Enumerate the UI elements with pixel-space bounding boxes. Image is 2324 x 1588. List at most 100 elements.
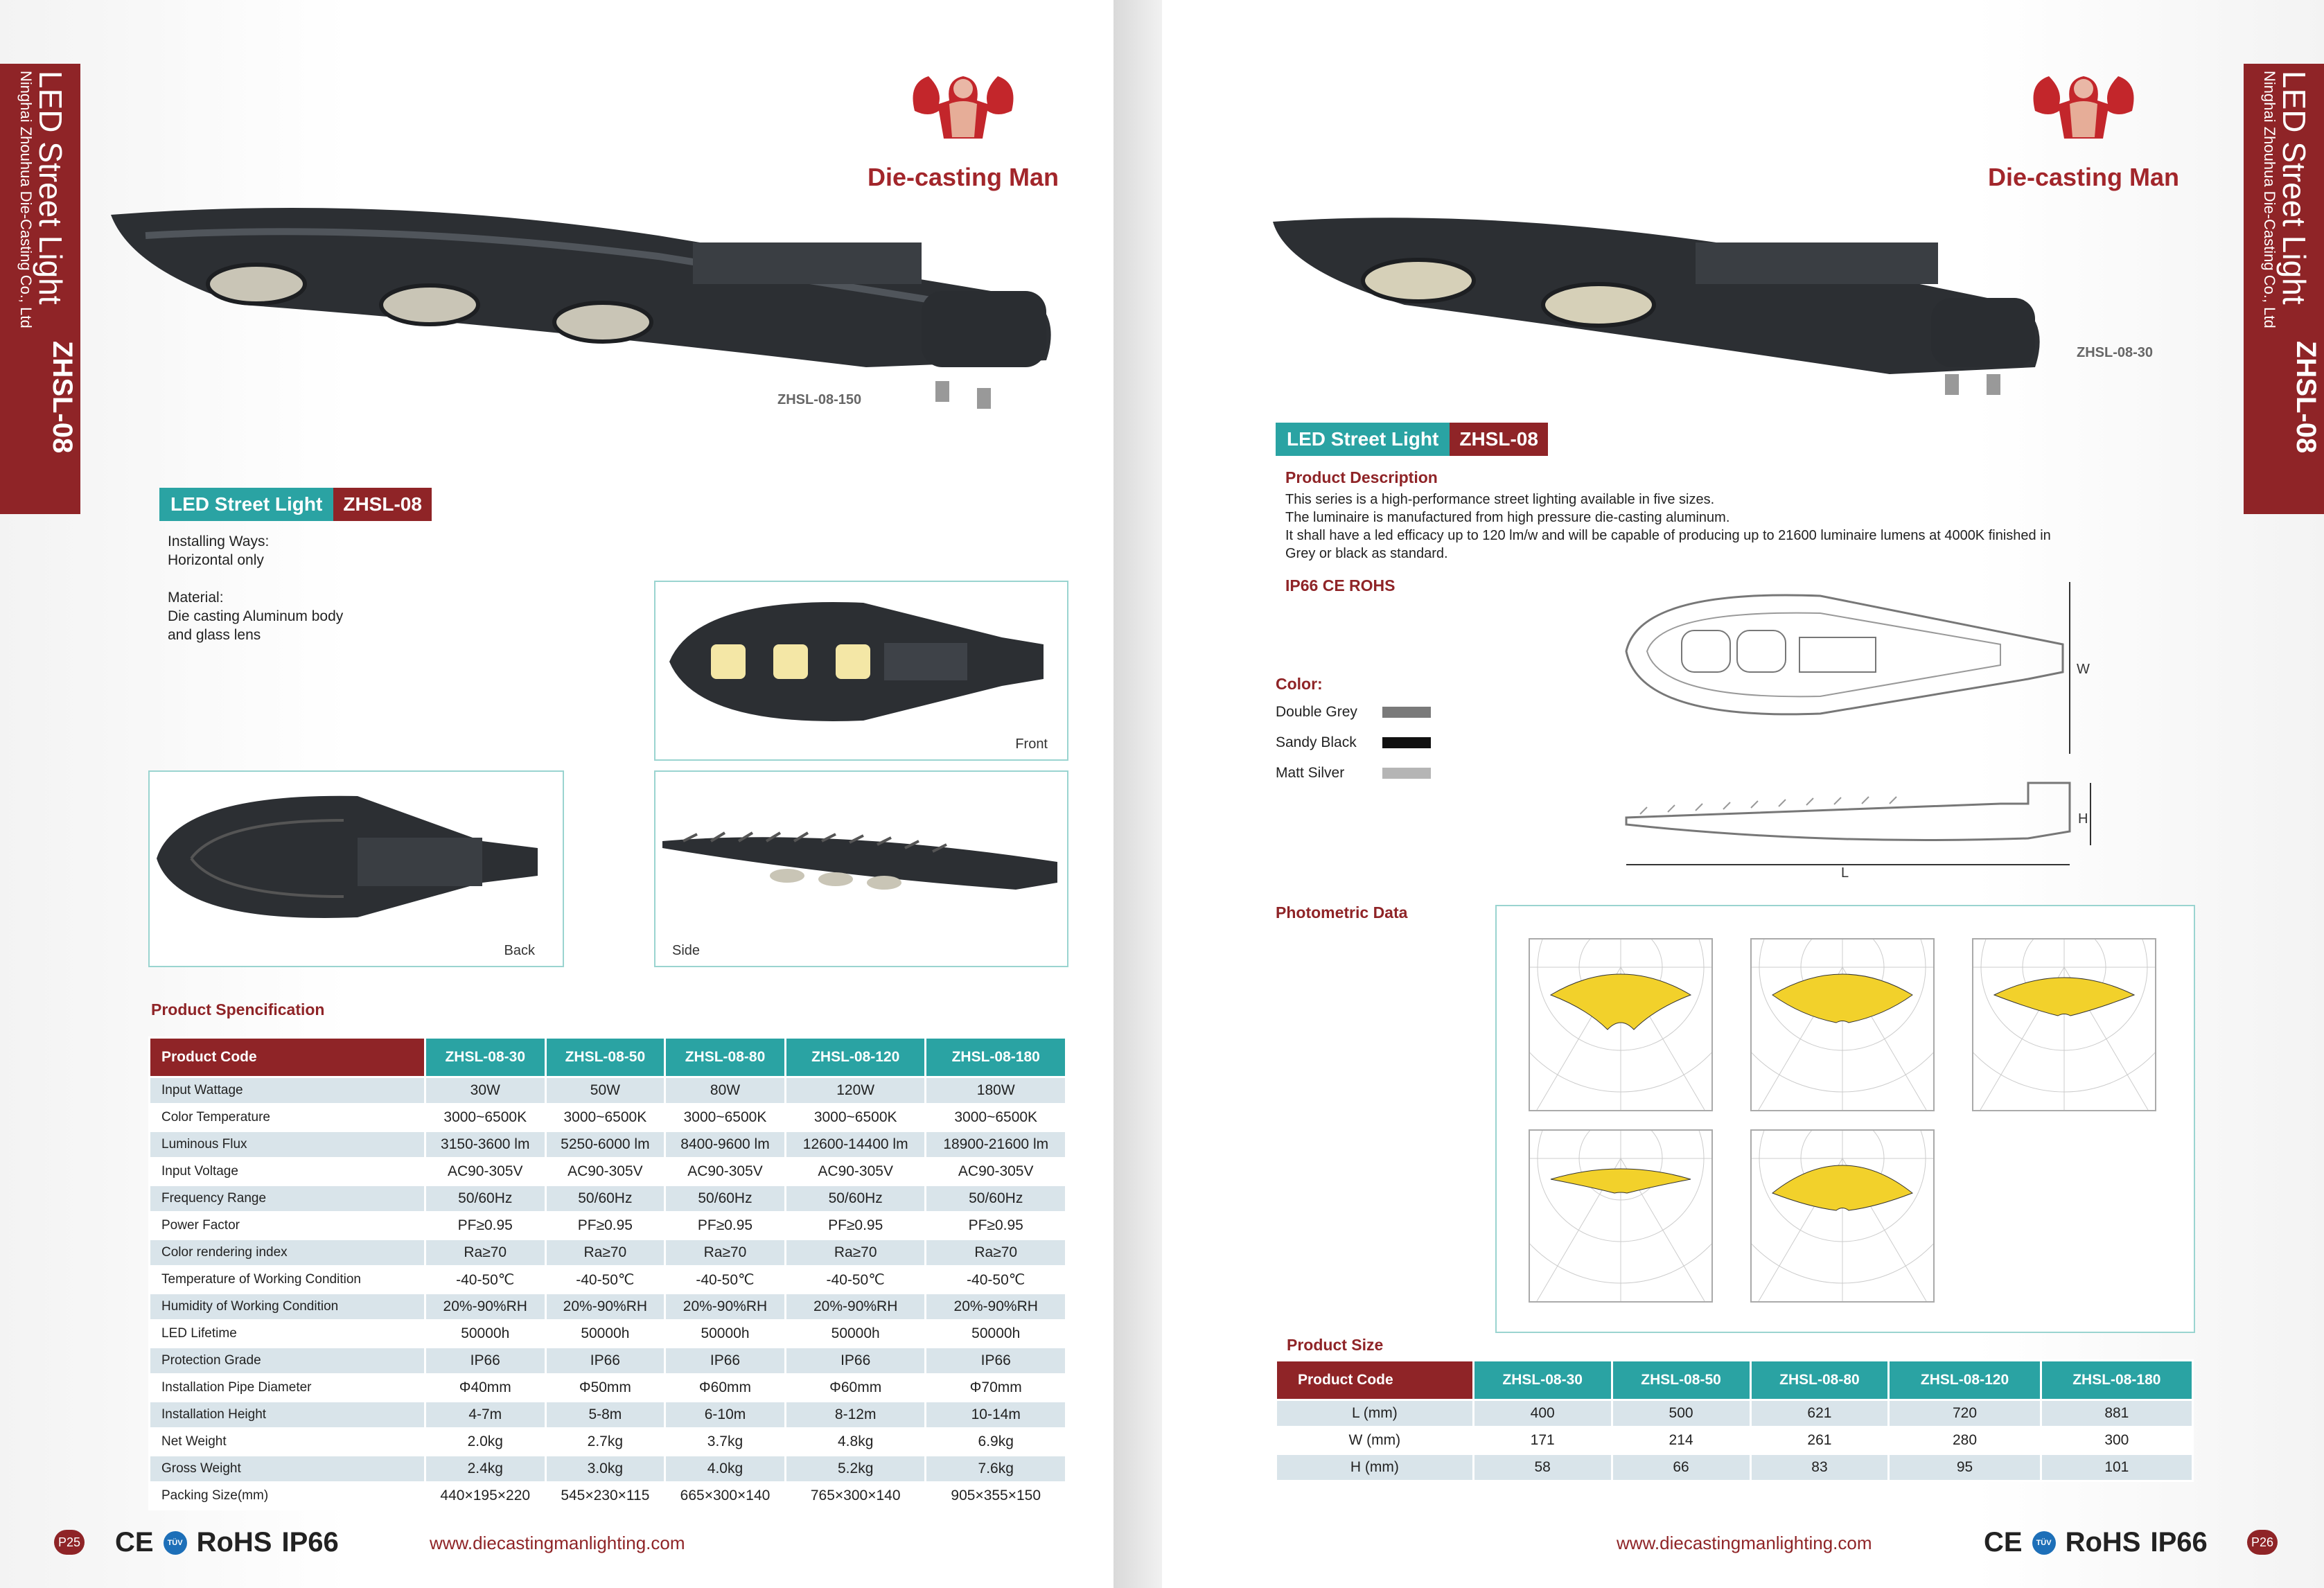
polar-plot-3: [1939, 842, 2190, 1111]
row-label: Frequency Range: [148, 1184, 426, 1213]
header-model: ZHSL-08-180: [2039, 1359, 2194, 1401]
side-title: LED Street Light: [33, 71, 69, 305]
page-number: P26: [2247, 1530, 2278, 1555]
table-cell: 280: [1887, 1426, 2042, 1455]
desc-text: This series is a high-performance street…: [1285, 491, 2051, 563]
title-a: LED Street Light: [159, 488, 334, 521]
table-cell: 3000~6500K: [784, 1103, 927, 1132]
side-view-image: [662, 831, 1057, 890]
table-cell: PF≥0.95: [664, 1211, 786, 1240]
table-cell: 171: [1472, 1426, 1613, 1455]
table-cell: Ra≥70: [784, 1238, 927, 1267]
table-cell: -40-50℃: [544, 1265, 667, 1294]
strongman-logo-icon: [2033, 76, 2134, 139]
table-cell: 10-14m: [924, 1400, 1067, 1429]
table-cell: 500: [1610, 1399, 1752, 1428]
table-cell: AC90-305V: [924, 1157, 1067, 1186]
table-cell: 50/60Hz: [423, 1184, 547, 1213]
table-cell: 2.0kg: [423, 1427, 547, 1456]
header-model: ZHSL-08-50: [1610, 1359, 1752, 1401]
table-cell: Φ60mm: [664, 1373, 786, 1402]
table-cell: 400: [1472, 1399, 1613, 1428]
title-b: ZHSL-08: [333, 488, 432, 521]
table-cell: 20%-90%RH: [544, 1292, 667, 1321]
table-cell: 50/60Hz: [664, 1184, 786, 1213]
company-logo: Die-casting Man: [866, 62, 1060, 192]
row-label: Luminous Flux: [148, 1130, 426, 1159]
hero-model-caption: ZHSL-08-30: [2077, 345, 2154, 360]
table-cell: 7.6kg: [924, 1454, 1067, 1483]
row-label: LED Lifetime: [148, 1319, 426, 1348]
table-cell: -40-50℃: [924, 1265, 1067, 1294]
table-cell: 621: [1749, 1399, 1890, 1428]
row-label: Net Weight: [148, 1427, 426, 1456]
color-swatch: [1382, 737, 1431, 748]
table-cell: 8400-9600 lm: [664, 1130, 786, 1159]
row-label: Humidity of Working Condition: [148, 1292, 426, 1321]
table-cell: 101: [2039, 1453, 2194, 1482]
back-caption: Back: [504, 943, 535, 958]
table-cell: 80W: [664, 1076, 786, 1105]
polar-plot-4: [1495, 1033, 1746, 1303]
table-cell: AC90-305V: [544, 1157, 667, 1186]
table-cell: 214: [1610, 1426, 1752, 1455]
product-title-tag: LED Street Light ZHSL-08: [1276, 423, 1548, 456]
table-cell: 50/60Hz: [784, 1184, 927, 1213]
row-label: H (mm): [1275, 1453, 1474, 1482]
table-cell: 6.9kg: [924, 1427, 1067, 1456]
table-cell: 3000~6500K: [924, 1103, 1067, 1132]
table-cell: 905×355×150: [924, 1481, 1067, 1510]
table-cell: 50/60Hz: [924, 1184, 1067, 1213]
table-cell: 3000~6500K: [664, 1103, 786, 1132]
table-cell: 50000h: [544, 1319, 667, 1348]
side-caption: Side: [672, 943, 701, 958]
title-a: LED Street Light: [1276, 423, 1450, 456]
table-cell: 765×300×140: [784, 1481, 927, 1510]
table-cell: 30W: [423, 1076, 547, 1105]
row-label: Input Voltage: [148, 1157, 426, 1186]
installing-label: Installing Ways:: [168, 533, 270, 549]
table-cell: Ra≥70: [544, 1238, 667, 1267]
color-name: Double Grey: [1276, 704, 1357, 720]
table-cell: 20%-90%RH: [784, 1292, 927, 1321]
table-cell: 545×230×115: [544, 1481, 667, 1510]
header-product-code: Product Code: [148, 1036, 426, 1078]
dim-l-label: L: [1841, 865, 1849, 880]
table-cell: Φ50mm: [544, 1373, 667, 1402]
material-value-1: Die casting Aluminum body: [168, 608, 344, 624]
table-cell: 440×195×220: [423, 1481, 547, 1510]
certs-line: IP66 CE ROHS: [1285, 576, 1396, 594]
color-heading: Color:: [1276, 675, 1323, 693]
table-cell: 261: [1749, 1426, 1890, 1455]
row-label: Color rendering index: [148, 1238, 426, 1267]
logo-text: Die-casting Man: [1987, 163, 2180, 191]
table-cell: 720: [1887, 1399, 2042, 1428]
page-number: P25: [54, 1530, 85, 1555]
tuv-icon: TÜV: [163, 1530, 187, 1555]
book-spine: [1113, 0, 1162, 1588]
row-label: Power Factor: [148, 1211, 426, 1240]
table-cell: Ra≥70: [924, 1238, 1067, 1267]
front-caption: Front: [1015, 736, 1048, 752]
table-cell: IP66: [784, 1346, 927, 1375]
product-title-tag: LED Street Light ZHSL-08: [159, 488, 432, 521]
table-cell: -40-50℃: [664, 1265, 786, 1294]
table-cell: 881: [2039, 1399, 2194, 1428]
row-label: Installation Height: [148, 1400, 426, 1429]
table-cell: IP66: [544, 1346, 667, 1375]
header-model: ZHSL-08-30: [423, 1036, 547, 1078]
polar-plot-5: [1717, 1033, 1968, 1303]
installing-value: Horizontal only: [168, 552, 264, 568]
color-swatch: [1382, 707, 1431, 718]
